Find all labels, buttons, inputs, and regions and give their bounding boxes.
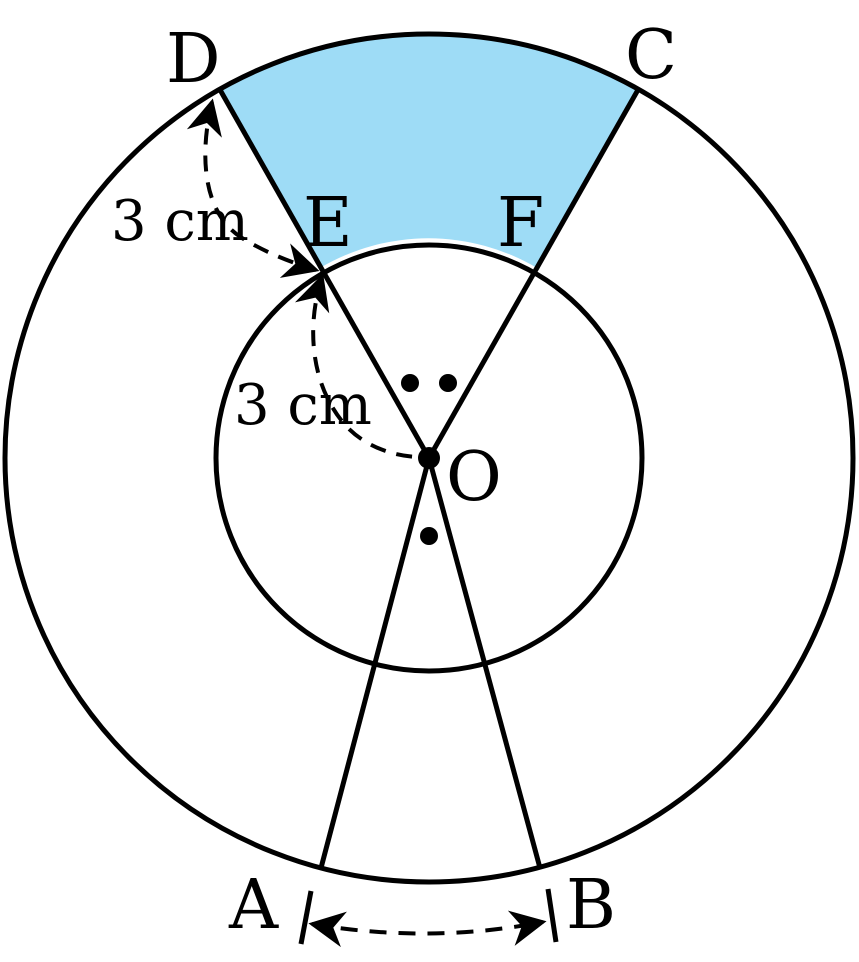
radius-oa (318, 457, 432, 869)
angle-mark-dot (420, 527, 438, 545)
arc-dimension-arrow-ab (308, 910, 547, 948)
label-c: C (625, 16, 677, 95)
angle-mark-dot (401, 374, 419, 392)
label-b: B (566, 866, 616, 945)
arc-dimension-tick-a (298, 890, 314, 945)
inner-circle (213, 242, 645, 674)
label-o: O (446, 438, 502, 517)
label-a: A (228, 866, 279, 945)
center-point-o (418, 447, 440, 469)
arc-dimension-tick-b (545, 888, 559, 943)
outer-circle (2, 31, 856, 885)
dimension-label-outer-gap: 3 cm (111, 189, 249, 254)
label-e: E (303, 184, 353, 263)
label-d: D (166, 20, 221, 99)
dimension-label-inner-radius: 3 cm (234, 373, 372, 438)
angle-mark-dot (439, 374, 457, 392)
label-f: F (497, 184, 544, 263)
dimension-arrow-eo (294, 273, 419, 459)
dimension-arrow-de (186, 98, 320, 278)
radius-oc (426, 86, 642, 460)
radius-ob (426, 457, 543, 869)
shaded-region-dcfe (219, 31, 639, 269)
